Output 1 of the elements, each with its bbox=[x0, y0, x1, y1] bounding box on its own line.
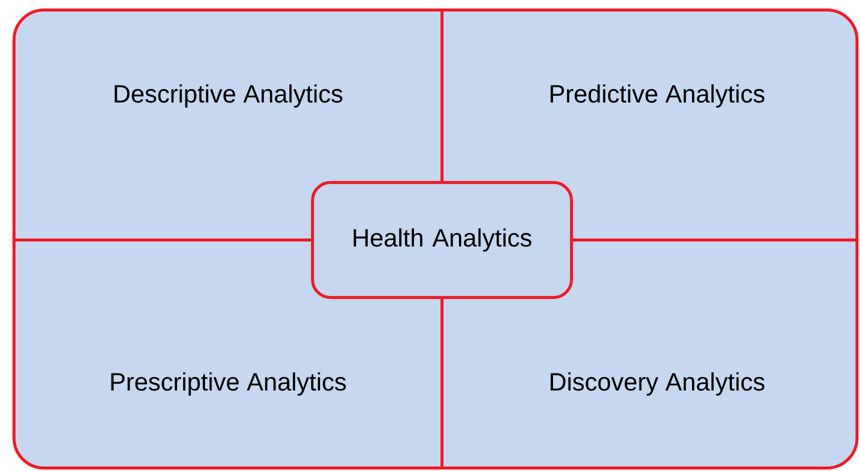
center-box: Health Analytics bbox=[311, 181, 573, 299]
